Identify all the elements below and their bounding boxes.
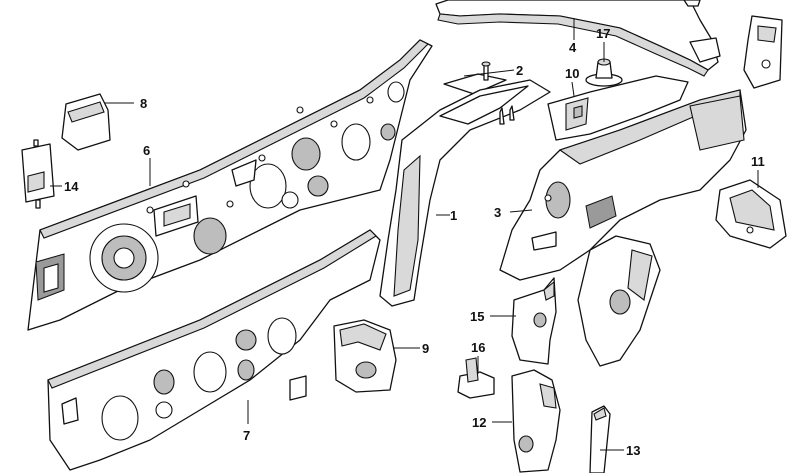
part-11-gusset xyxy=(715,179,787,249)
part-9-corner xyxy=(333,319,397,393)
top-right-bracket xyxy=(683,0,783,89)
rear-vertical-member xyxy=(577,235,661,367)
part-10-bracket xyxy=(547,75,689,141)
callout-16: 16 xyxy=(471,340,485,355)
callout-15: 15 xyxy=(470,309,484,324)
callout-6: 6 xyxy=(143,143,150,158)
callout-1: 1 xyxy=(450,208,457,223)
callout-10: 10 xyxy=(565,66,579,81)
callout-7: 7 xyxy=(243,428,250,443)
callout-8: 8 xyxy=(140,96,147,111)
callout-14: 14 xyxy=(64,179,79,194)
part-3-right-wheelhouse xyxy=(499,89,747,281)
callout-17: 17 xyxy=(596,26,610,41)
callout-2: 2 xyxy=(516,63,523,78)
callout-3: 3 xyxy=(494,205,501,220)
leader-lines xyxy=(50,18,759,451)
callout-4: 4 xyxy=(569,40,577,55)
part-6-bulkhead xyxy=(27,39,433,331)
part-1-front-member xyxy=(379,79,551,307)
callout-9: 9 xyxy=(422,341,429,356)
part-12-pillar xyxy=(511,369,561,473)
callout-13: 13 xyxy=(626,443,640,458)
callout-labels: 1 2 3 4 6 7 8 9 10 11 12 13 14 15 16 17 xyxy=(64,26,765,458)
part-4-top-cross-member xyxy=(435,0,721,77)
part-15-bracket xyxy=(511,277,557,365)
part-13-strip xyxy=(589,405,611,473)
callout-11: 11 xyxy=(751,154,765,169)
part-7-lower-panel xyxy=(47,229,381,471)
part-16-clip xyxy=(457,357,495,399)
part-2-plate xyxy=(443,61,507,95)
callout-12: 12 xyxy=(472,415,486,430)
part-17-mount xyxy=(585,58,623,87)
part-8-bracket xyxy=(61,93,111,151)
part-14-plate xyxy=(21,139,55,209)
